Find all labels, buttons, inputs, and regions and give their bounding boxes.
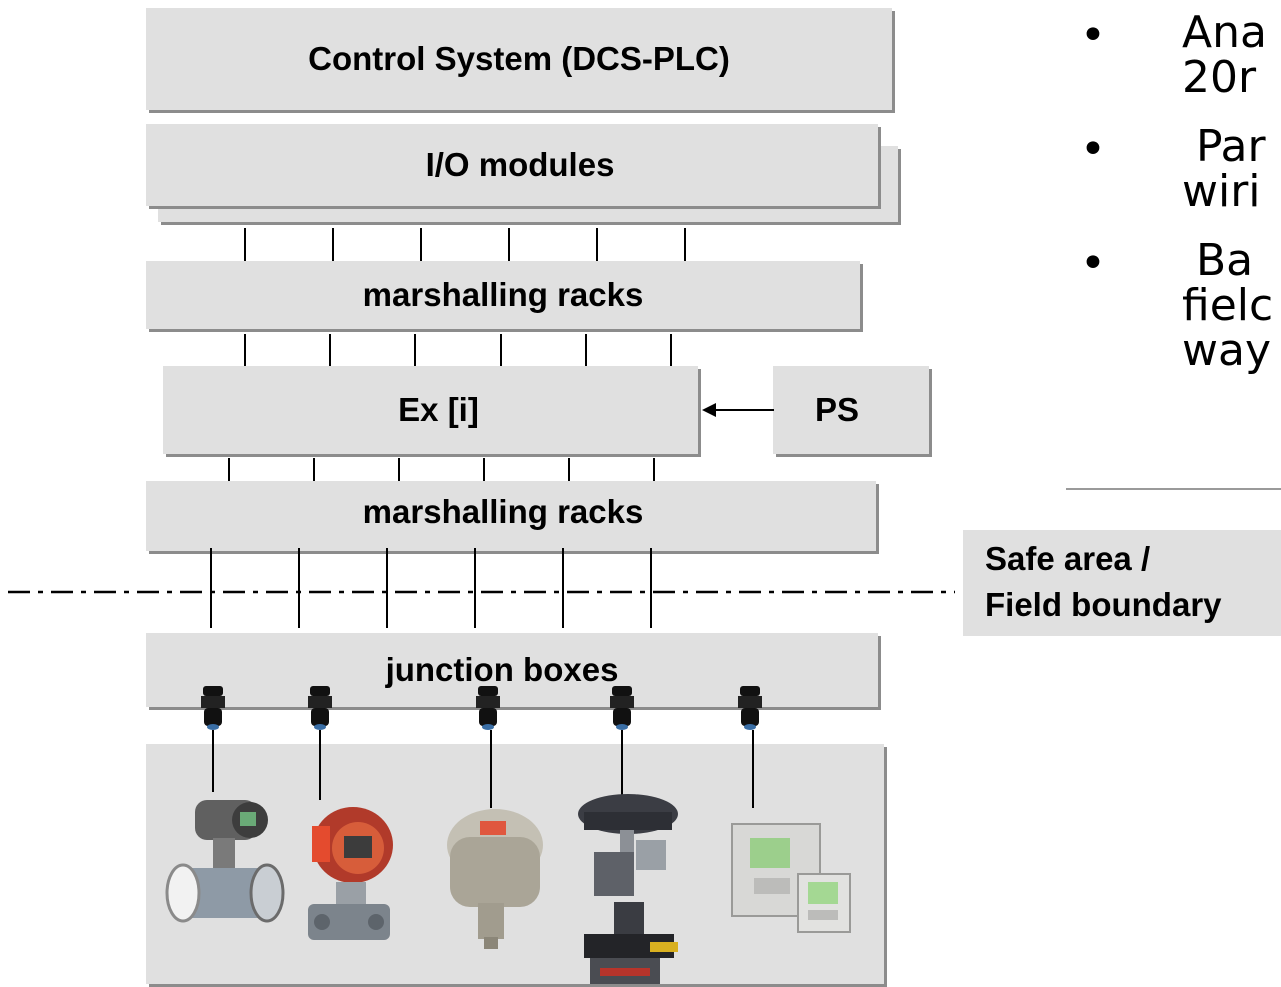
io-modules-box: I/O modules — [146, 124, 878, 206]
junction-boxes-box: junction boxes — [146, 633, 878, 707]
bullet-dot-icon: • — [1080, 238, 1106, 289]
boundary-label-box: Safe area / Field boundary — [963, 530, 1281, 636]
bullet-list: • Ana 20r • Par wiri • Ba fielc way — [1080, 10, 1281, 397]
marshalling-racks-upper-label: marshalling racks — [362, 276, 644, 313]
ex-barrier-box: Ex [i] — [163, 366, 698, 454]
bullet-1-line2: 20r — [1182, 52, 1257, 103]
control-valve-device — [578, 794, 678, 984]
marshalling-racks-upper-box: marshalling racks — [146, 261, 860, 329]
junction-boxes-label: junction boxes — [385, 651, 619, 688]
bullet-3-line2: fielc — [1182, 280, 1274, 331]
ex-barrier-label: Ex [i] — [398, 391, 479, 428]
boundary-label-line1: Safe area / — [985, 540, 1151, 577]
bullet-dot-icon: • — [1080, 124, 1106, 175]
bullet-item: • Ana 20r — [1080, 10, 1281, 100]
pressure-transmitter-device — [308, 807, 393, 940]
power-supply-box: PS — [773, 366, 929, 454]
bullet-item: • Par wiri — [1080, 124, 1281, 214]
bullet-2-line2: wiri — [1182, 166, 1261, 217]
marshalling-racks-lower-label: marshalling racks — [362, 493, 644, 530]
bullet-3-line1: Ba — [1182, 235, 1254, 286]
power-supply-arrow-icon — [702, 403, 774, 417]
control-system-box: Control System (DCS-PLC) — [146, 8, 892, 110]
safe-area-boundary-line — [8, 590, 955, 594]
io-modules-label: I/O modules — [425, 146, 615, 183]
marshalling-racks-lower-box: marshalling racks — [146, 481, 876, 551]
bullet-separator-line — [1066, 488, 1281, 490]
bullet-dot-icon: • — [1080, 10, 1106, 61]
temperature-transmitter-device — [447, 809, 543, 949]
flowmeter-device — [165, 800, 285, 923]
bullet-3-line3: way — [1182, 325, 1271, 376]
boundary-label-line2: Field boundary — [985, 586, 1222, 623]
control-system-label: Control System (DCS-PLC) — [308, 40, 730, 77]
power-supply-label: PS — [814, 391, 860, 428]
bullet-item: • Ba fielc way — [1080, 238, 1281, 373]
analyzer-device — [731, 823, 851, 933]
bullet-1-line1: Ana — [1182, 7, 1267, 58]
bullet-2-line1: Par — [1182, 121, 1266, 172]
